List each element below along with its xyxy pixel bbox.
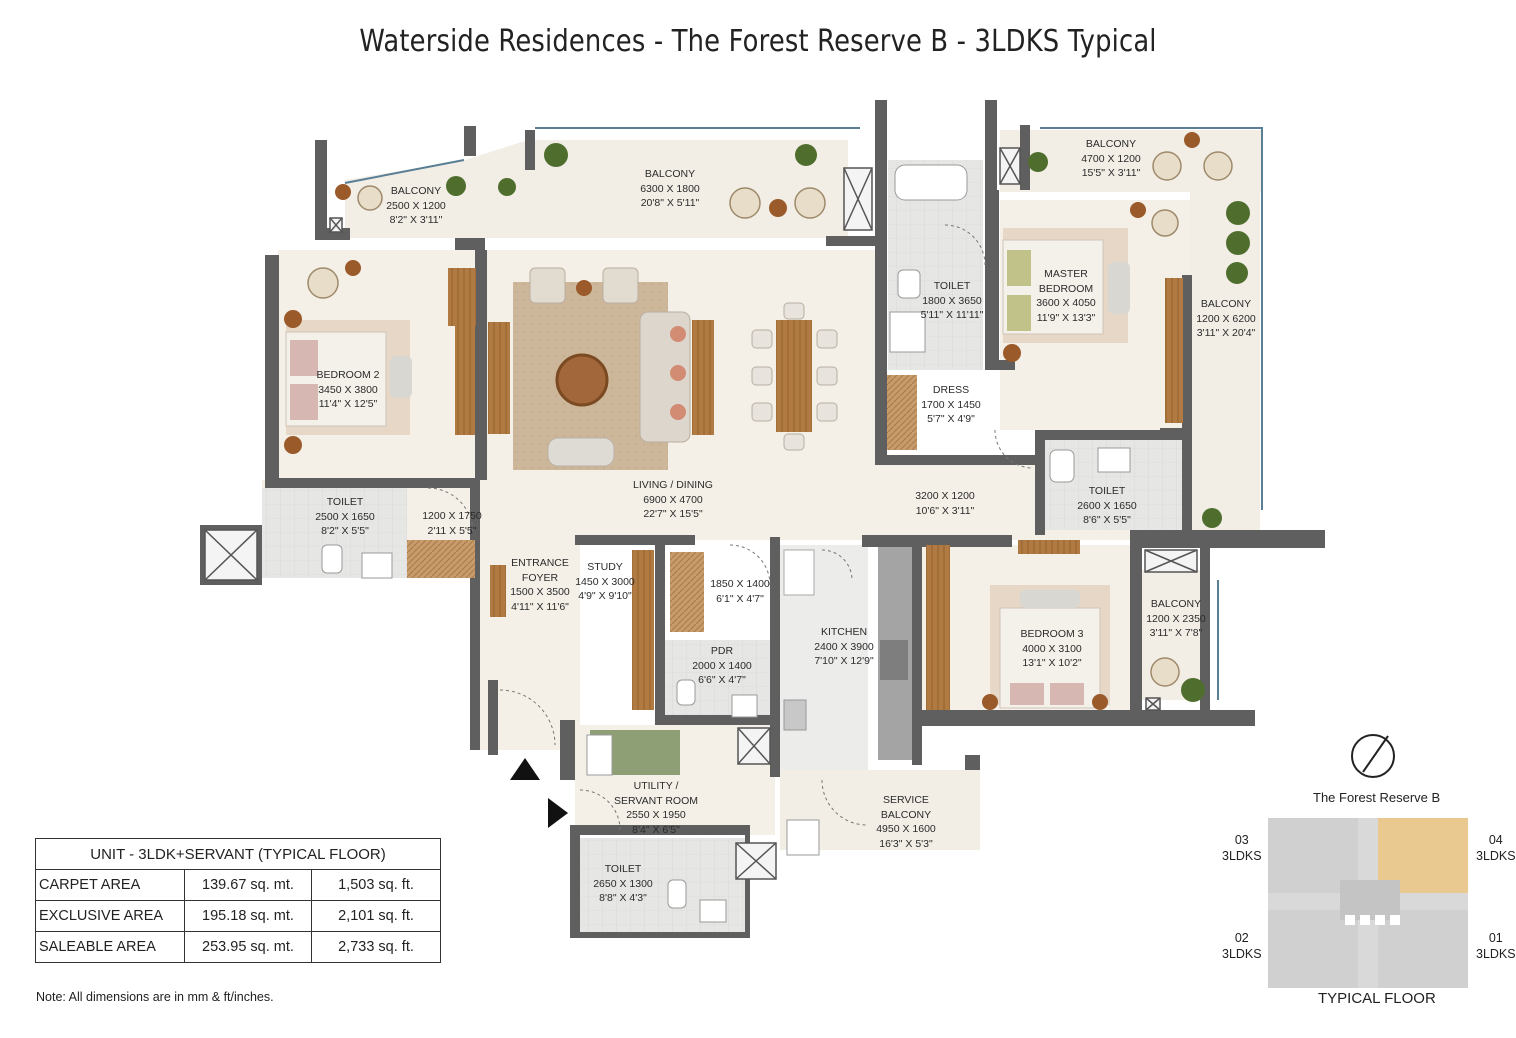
area-sqm: 139.67 sq. mt.: [184, 869, 312, 901]
area-sqft: 1,503 sq. ft.: [311, 869, 441, 901]
railings: [344, 127, 1263, 700]
balcony-furniture: [307, 132, 1250, 702]
area-sqm: 195.18 sq. mt.: [184, 900, 312, 932]
bedroom3-furniture: [926, 545, 1110, 710]
unit-type: 3LDKS: [1476, 849, 1516, 863]
area-sqm: 253.95 sq. mt.: [184, 931, 312, 963]
table-row: SALEABLE AREA 253.95 sq. mt. 2,733 sq. f…: [35, 931, 441, 963]
key-unit-01: 01 3LDKS: [1476, 930, 1516, 962]
area-label: EXCLUSIVE AREA: [35, 900, 185, 932]
master-furniture: [1002, 202, 1183, 423]
unit-number: 01: [1488, 931, 1503, 945]
walls: [200, 100, 1325, 938]
key-unit-02: 02 3LDKS: [1222, 930, 1262, 962]
area-table-header: UNIT - 3LDK+SERVANT (TYPICAL FLOOR): [35, 838, 441, 870]
shafts: [204, 147, 1198, 880]
area-sqft: 2,101 sq. ft.: [311, 900, 441, 932]
entrance-arrows: [510, 758, 568, 828]
unit-number: 02: [1234, 931, 1249, 945]
dimensions-note: Note: All dimensions are in mm & ft/inch…: [36, 990, 274, 1004]
key-unit-03: 03 3LDKS: [1222, 832, 1262, 864]
unit-number: 04: [1488, 833, 1503, 847]
unit-number: 03: [1234, 833, 1249, 847]
living-furniture: [448, 267, 838, 470]
north-compass-icon: [1351, 734, 1395, 778]
area-table: UNIT - 3LDK+SERVANT (TYPICAL FLOOR) CARP…: [35, 838, 441, 963]
area-label: SALEABLE AREA: [35, 931, 185, 963]
key-unit-04: 04 3LDKS: [1476, 832, 1516, 864]
unit-type: 3LDKS: [1476, 947, 1516, 961]
table-row: EXCLUSIVE AREA 195.18 sq. mt. 2,101 sq. …: [35, 900, 441, 932]
area-label: CARPET AREA: [35, 869, 185, 901]
table-row: CARPET AREA 139.67 sq. mt. 1,503 sq. ft.: [35, 869, 441, 901]
sanitary: [321, 164, 1131, 923]
door-swings: [427, 224, 1034, 831]
bedroom2-furniture: [284, 260, 412, 454]
key-plan: [1268, 818, 1468, 988]
area-sqft: 2,733 sq. ft.: [311, 931, 441, 963]
unit-type: 3LDKS: [1222, 947, 1262, 961]
unit-type: 3LDKS: [1222, 849, 1262, 863]
key-plan-title: The Forest Reserve B: [1313, 790, 1441, 805]
page-title: Waterside Residences - The Forest Reserv…: [359, 24, 1157, 59]
key-plan-floor-label: TYPICAL FLOOR: [1318, 990, 1436, 1007]
